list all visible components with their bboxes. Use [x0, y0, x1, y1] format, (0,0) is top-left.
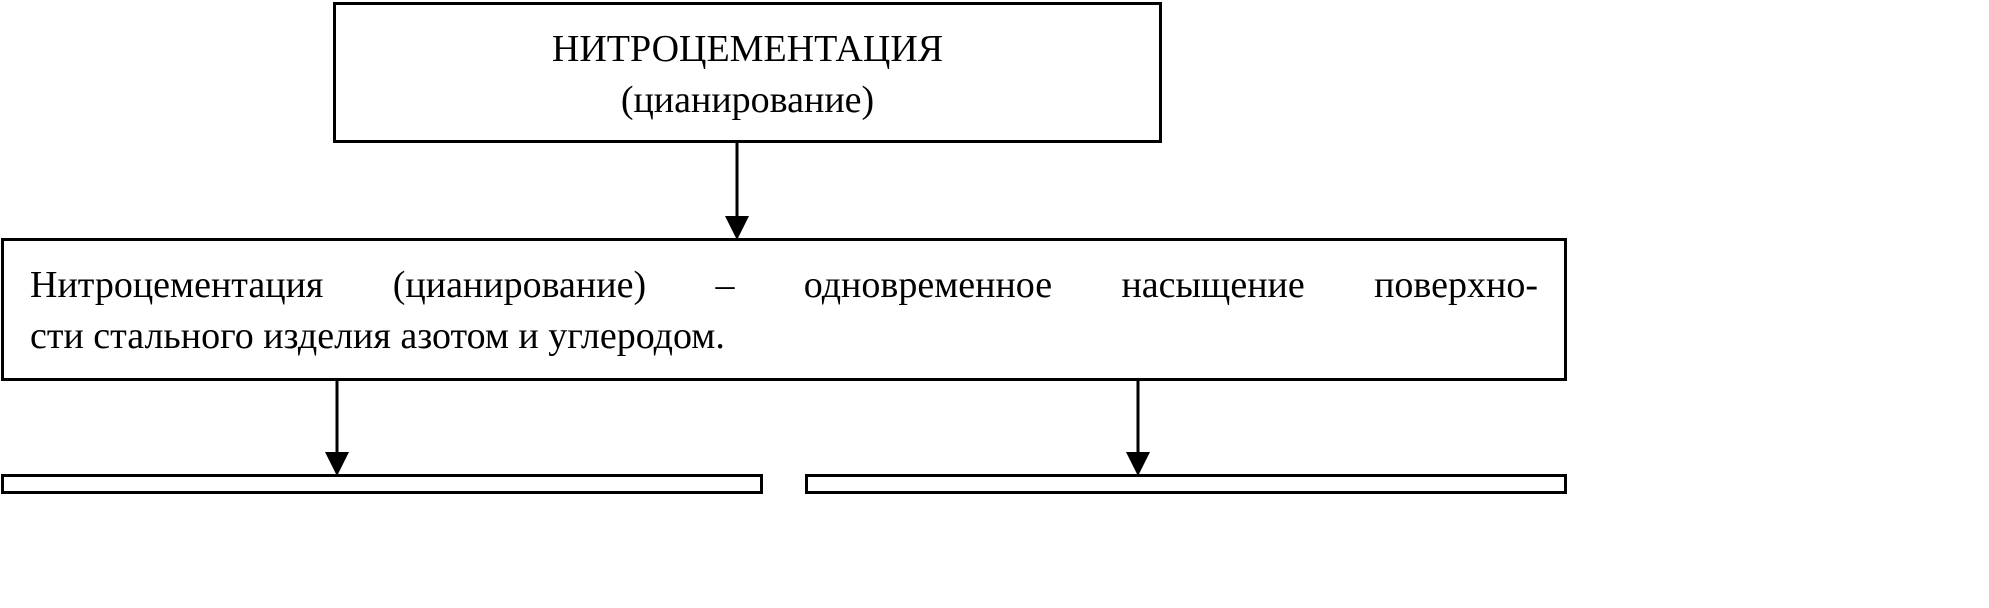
definition-text-line-1: Нитроцементация (цианирование) – одновре… [30, 264, 1538, 306]
bottom-right-box [805, 474, 1567, 494]
title-heading: НИТРОЦЕМЕНТАЦИЯ [551, 28, 944, 70]
arrow-title-to-definition-head [725, 216, 749, 240]
arrow-definition-to-right-head [1126, 452, 1150, 476]
arrow-definition-to-left-head [325, 452, 349, 476]
title-box: НИТРОЦЕМЕНТАЦИЯ (цианирование) [333, 2, 1162, 143]
definition-box: Нитроцементация (цианирование) – одновре… [1, 238, 1567, 381]
bottom-left-box [1, 474, 763, 494]
definition-text-line-2: сти стального изделия азотом и углеродом… [30, 315, 725, 357]
title-subheading: (цианирование) [620, 79, 875, 121]
